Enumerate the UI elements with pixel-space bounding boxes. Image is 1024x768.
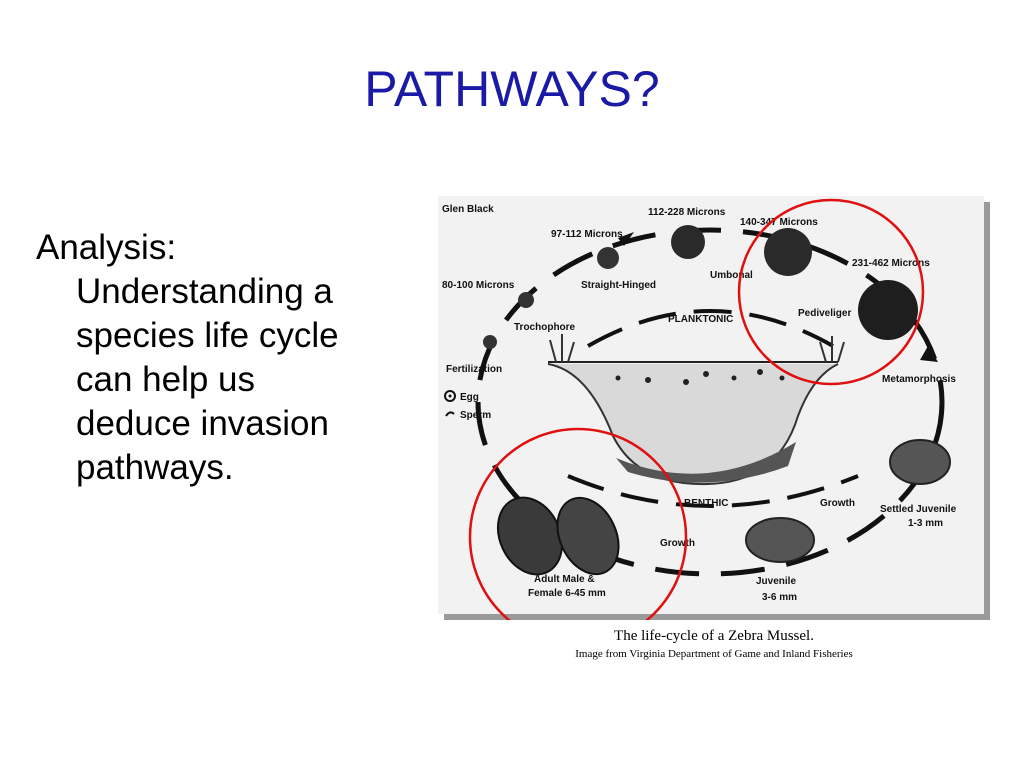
straight-hinged-drawing <box>597 247 619 269</box>
ring-arrow <box>618 232 634 246</box>
sperm-icon <box>445 411 455 417</box>
settled-juvenile-drawing <box>889 439 951 485</box>
label-umbonal: Umbonal <box>710 270 753 281</box>
egg-icon <box>444 390 456 402</box>
label-settled-juvenile-size: 1-3 mm <box>908 518 943 529</box>
label-231-462-microns: 231-462 Microns <box>852 258 930 269</box>
highlight-circle-adult <box>468 427 688 620</box>
label-trochophore: Trochophore <box>514 322 576 333</box>
label-planktonic: PLANKTONIC <box>668 314 733 325</box>
larva-dot <box>683 379 689 385</box>
trochophore-drawing <box>518 292 534 308</box>
label-growth-right: Growth <box>820 498 855 509</box>
label-adult-line1: Adult Male & <box>534 574 595 585</box>
juvenile-drawing <box>745 517 815 563</box>
body-line: Analysis: <box>36 228 177 267</box>
label-egg: Egg <box>460 392 479 403</box>
label-growth-left: Growth <box>660 538 695 549</box>
larva-dot <box>645 377 651 383</box>
label-fertilization: Fertilization <box>446 364 502 375</box>
label-straight-hinged: Straight-Hinged <box>581 280 656 291</box>
highlight-circle-pediveliger <box>737 198 925 386</box>
adult-female-drawing <box>556 496 620 576</box>
body-text: Analysis: Understanding a species life c… <box>36 226 426 490</box>
egg-icon-center <box>448 394 452 398</box>
label-juvenile-size: 3-6 mm <box>762 592 797 603</box>
plant-left <box>549 334 575 363</box>
label-140-347-microns: 140-347 Microns <box>740 217 818 228</box>
caption-title: The life-cycle of a Zebra Mussel. <box>614 628 814 644</box>
label-metamorphosis: Metamorphosis <box>882 374 956 385</box>
label-benthic: BENTHIC <box>684 498 728 509</box>
larva-dot <box>615 375 621 381</box>
mussel-bed <box>616 442 796 483</box>
larva-dot <box>731 375 737 381</box>
diagram-caption: The life-cycle of a Zebra Mussel. Image … <box>438 628 990 660</box>
label-97-112-microns: 97-112 Microns <box>551 229 623 240</box>
slide-title: PATHWAYS? <box>364 61 660 117</box>
life-cycle-ring <box>475 227 945 577</box>
label-112-228-microns: 112-228 Microns <box>648 207 726 218</box>
body-line: pathways. <box>76 448 234 487</box>
zebra-mussel-life-cycle-diagram: Glen Black 80-100 Microns 97-112 Microns… <box>438 196 990 620</box>
caption-source: Image from Virginia Department of Game a… <box>575 648 853 660</box>
umbonal-drawing <box>671 225 705 259</box>
body-line: Understanding a <box>76 272 333 311</box>
label-pediveliger: Pediveliger <box>798 308 851 319</box>
label-juvenile: Juvenile <box>756 576 796 587</box>
label-80-100-microns: 80-100 Microns <box>442 280 515 291</box>
planktonic-arc <box>587 309 834 348</box>
label-adult-line2: Female 6-45 mm <box>528 588 606 599</box>
lake-basin <box>547 363 839 486</box>
late-umbonal-drawing <box>764 228 812 276</box>
label-sperm: Sperm <box>460 410 491 421</box>
larva-dot <box>703 371 709 377</box>
diagram-credit: Glen Black <box>442 204 494 215</box>
pediveliger-drawing <box>858 280 918 340</box>
ring-arrow <box>920 346 938 362</box>
plant-right <box>819 336 845 363</box>
body-line: deduce invasion <box>76 404 329 443</box>
fertilization-drawing <box>483 335 497 349</box>
benthic-arc <box>567 474 859 508</box>
larva-dot <box>757 369 763 375</box>
label-settled-juvenile: Settled Juvenile <box>880 504 957 515</box>
body-line: can help us <box>76 360 256 399</box>
body-line: species life cycle <box>76 316 339 355</box>
larva-dot <box>779 375 785 381</box>
